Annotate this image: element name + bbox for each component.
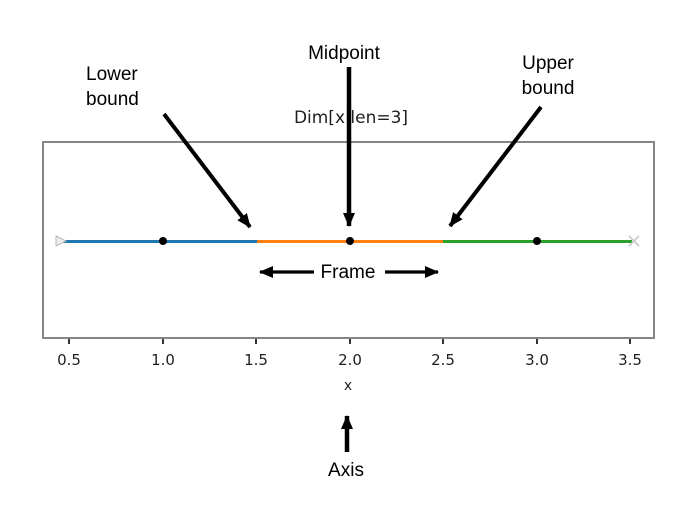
x-tick	[349, 339, 351, 344]
x-tick-label: 2.0	[338, 351, 362, 369]
x-tick	[68, 339, 70, 344]
point-marker-2	[346, 237, 354, 245]
midpoint-label: Midpoint	[308, 43, 380, 64]
x-tick-label: 1.5	[244, 351, 268, 369]
x-axis-label: x	[343, 378, 353, 394]
x-tick	[162, 339, 164, 344]
lower-bound-label-line2: bound	[86, 89, 139, 110]
upper-bound-label-line2: bound	[521, 78, 575, 99]
x-tick-label: 2.5	[431, 351, 455, 369]
upper-bound-label-line1: Upper	[522, 53, 574, 74]
x-tick	[255, 339, 257, 344]
chart-title: Dim[x len=3]	[293, 108, 409, 128]
x-tick-label: 1.0	[151, 351, 175, 369]
lower-bound-label-line1: Lower	[86, 64, 138, 85]
point-marker-3	[533, 237, 541, 245]
left-end-triangle-marker	[55, 235, 68, 247]
x-tick	[442, 339, 444, 344]
axis-label: Axis	[328, 460, 364, 481]
x-tick-label: 0.5	[57, 351, 81, 369]
x-tick	[536, 339, 538, 344]
lower-bound-label: Lower bound	[86, 62, 139, 112]
x-tick-label: 3.0	[525, 351, 549, 369]
right-end-cross-marker	[628, 235, 640, 247]
x-tick	[629, 339, 631, 344]
upper-bound-label: Upper bound	[522, 51, 575, 101]
frame-label: Frame	[320, 262, 376, 283]
point-marker-1	[159, 237, 167, 245]
x-tick-label: 3.5	[618, 351, 642, 369]
